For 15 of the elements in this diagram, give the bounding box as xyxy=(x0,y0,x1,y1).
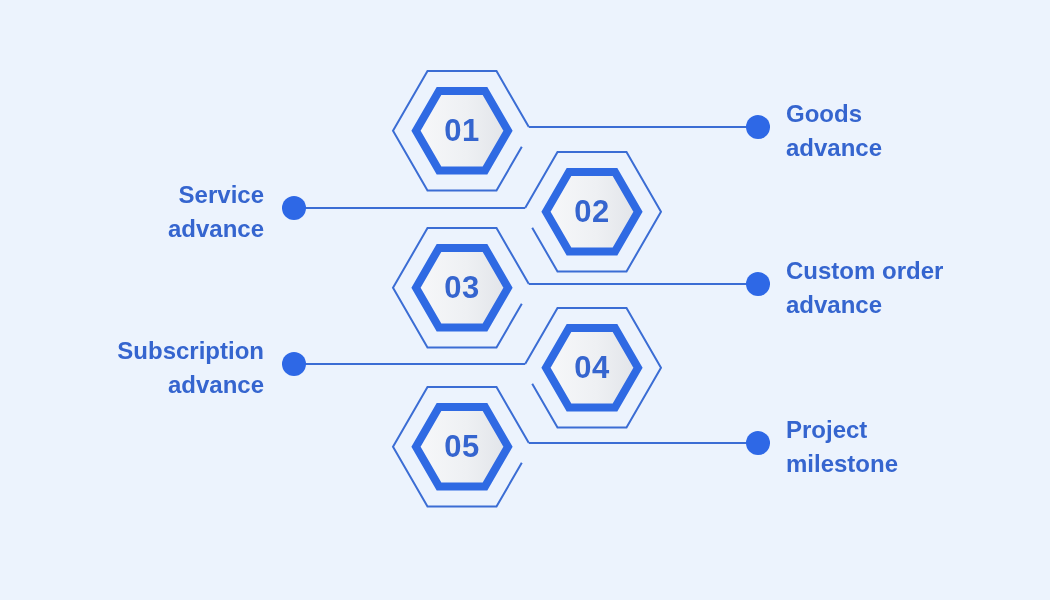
step-label: Service advance xyxy=(166,180,264,244)
step-label: Goods advance xyxy=(786,99,884,163)
step-number: 02 xyxy=(574,196,610,228)
connector-line xyxy=(527,431,771,455)
step-label: Subscription advance xyxy=(116,336,264,400)
connector-line xyxy=(281,352,527,376)
step-label: Project milestone xyxy=(786,415,900,479)
step-label: Custom order advance xyxy=(786,256,945,320)
step-number: 03 xyxy=(444,272,480,304)
connector-line xyxy=(527,115,771,139)
step-number: 04 xyxy=(574,352,610,384)
step-number: 05 xyxy=(444,431,480,463)
connector-line xyxy=(527,272,771,296)
step-number: 01 xyxy=(444,115,480,147)
connector-line xyxy=(281,196,527,220)
